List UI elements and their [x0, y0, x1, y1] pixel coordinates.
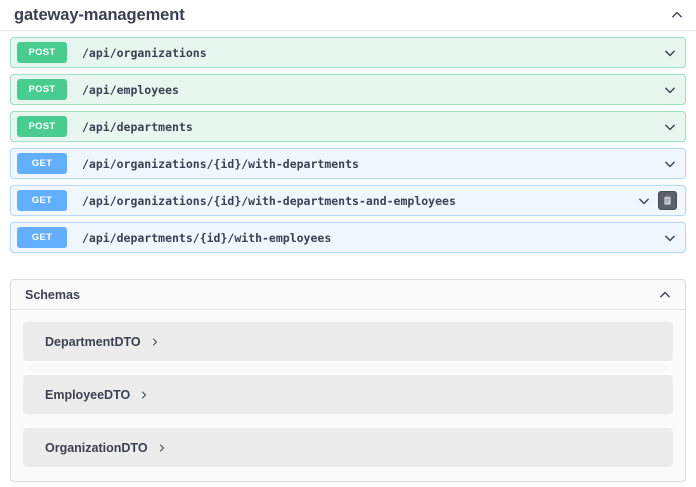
chevron-up-icon[interactable]: [670, 8, 684, 22]
chevron-right-icon[interactable]: [150, 337, 160, 347]
operation-path: /api/departments: [82, 119, 193, 134]
chevron-down-icon[interactable]: [663, 120, 677, 134]
http-method-badge: POST: [17, 42, 67, 63]
tag-section-gateway-management: gateway-management POST /api/organizatio…: [0, 0, 696, 253]
operation-path: /api/organizations/{id}/with-departments…: [82, 193, 456, 208]
schema-model-name: DepartmentDTO: [45, 334, 141, 349]
chevron-right-icon[interactable]: [139, 390, 149, 400]
chevron-down-icon[interactable]: [637, 194, 651, 208]
chevron-down-icon[interactable]: [663, 83, 677, 97]
chevron-right-icon[interactable]: [157, 443, 167, 453]
operation-row-actions: [637, 191, 685, 210]
operation-row-actions: [663, 120, 685, 134]
operation-row[interactable]: GET /api/organizations/{id}/with-departm…: [10, 148, 686, 179]
operation-row-actions: [663, 231, 685, 245]
schema-model-row[interactable]: EmployeeDTO: [23, 375, 673, 414]
tag-title: gateway-management: [14, 5, 185, 24]
operation-path: /api/organizations: [82, 45, 207, 60]
chevron-up-icon[interactable]: [658, 288, 672, 302]
operation-path: /api/organizations/{id}/with-departments: [82, 156, 359, 171]
http-method-badge: POST: [17, 116, 67, 137]
schemas-header[interactable]: Schemas: [11, 280, 685, 310]
operations-list: POST /api/organizations POST /api/employ…: [0, 31, 696, 253]
clipboard-copy-icon[interactable]: [658, 191, 677, 210]
operation-row-actions: [663, 83, 685, 97]
operation-row-actions: [663, 157, 685, 171]
schema-model-name: OrganizationDTO: [45, 440, 148, 455]
chevron-down-icon[interactable]: [663, 46, 677, 60]
tag-header[interactable]: gateway-management: [0, 0, 696, 31]
http-method-badge: GET: [17, 190, 67, 211]
schemas-model-list: DepartmentDTO EmployeeDTO OrganizationDT…: [11, 310, 685, 481]
operation-row[interactable]: GET /api/organizations/{id}/with-departm…: [10, 185, 686, 216]
operation-row[interactable]: GET /api/departments/{id}/with-employees: [10, 222, 686, 253]
operation-path: /api/departments/{id}/with-employees: [82, 230, 332, 245]
operation-path: /api/employees: [82, 82, 179, 97]
operation-row[interactable]: POST /api/organizations: [10, 37, 686, 68]
http-method-badge: GET: [17, 227, 67, 248]
schema-model-row[interactable]: DepartmentDTO: [23, 322, 673, 361]
operation-row[interactable]: POST /api/employees: [10, 74, 686, 105]
schemas-title: Schemas: [25, 287, 80, 302]
http-method-badge: GET: [17, 153, 67, 174]
schema-model-name: EmployeeDTO: [45, 387, 131, 402]
schemas-section: Schemas DepartmentDTO EmployeeDTO: [10, 279, 686, 482]
chevron-down-icon[interactable]: [663, 231, 677, 245]
schema-model-row[interactable]: OrganizationDTO: [23, 428, 673, 467]
operation-row-actions: [663, 46, 685, 60]
http-method-badge: POST: [17, 79, 67, 100]
operation-row[interactable]: POST /api/departments: [10, 111, 686, 142]
chevron-down-icon[interactable]: [663, 157, 677, 171]
